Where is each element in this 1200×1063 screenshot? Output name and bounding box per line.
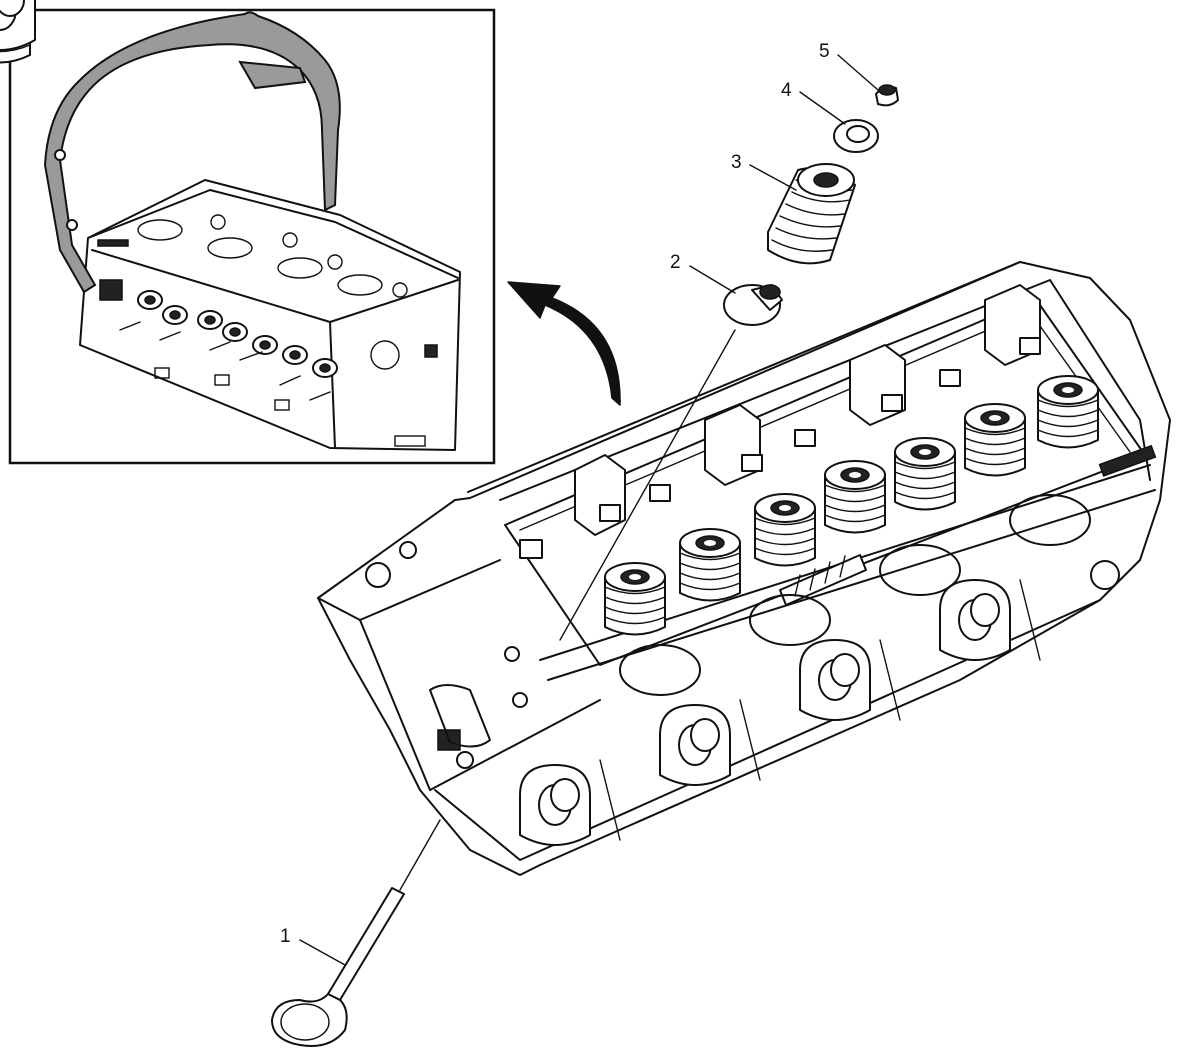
callout-2-label: 2 <box>670 252 681 273</box>
head-vent-slots <box>779 554 867 606</box>
inset-panel <box>0 0 496 465</box>
rocker-pedestals <box>519 284 1041 559</box>
callout-3-label: 3 <box>731 152 742 173</box>
head-side-ports <box>0 0 1011 846</box>
callouts: 1 2 3 4 5 <box>280 41 879 966</box>
valve-spring-retainer-icon <box>833 119 879 153</box>
callout-4-leader <box>799 91 846 125</box>
valve-keys-icon <box>875 84 899 107</box>
inset-cylinder-head <box>79 179 461 451</box>
curved-arrow-icon <box>507 281 621 406</box>
valve-spring-icon <box>767 163 856 265</box>
callout-3-leader <box>749 164 797 191</box>
callout-4-label: 4 <box>781 80 792 101</box>
valve-icon <box>271 887 405 1047</box>
callout-1-label: 1 <box>280 926 291 947</box>
callout-5-label: 5 <box>819 41 830 62</box>
seal-leader-line <box>559 329 736 641</box>
callout-5-leader <box>837 54 879 91</box>
valve-leader-line <box>399 819 441 891</box>
callout-1-leader <box>299 939 346 966</box>
valve-spring-compressor-icon <box>43 11 341 301</box>
valve-stem-seal-icon <box>723 284 783 326</box>
cylinder-head <box>0 0 1171 876</box>
callout-2-leader <box>689 265 736 294</box>
